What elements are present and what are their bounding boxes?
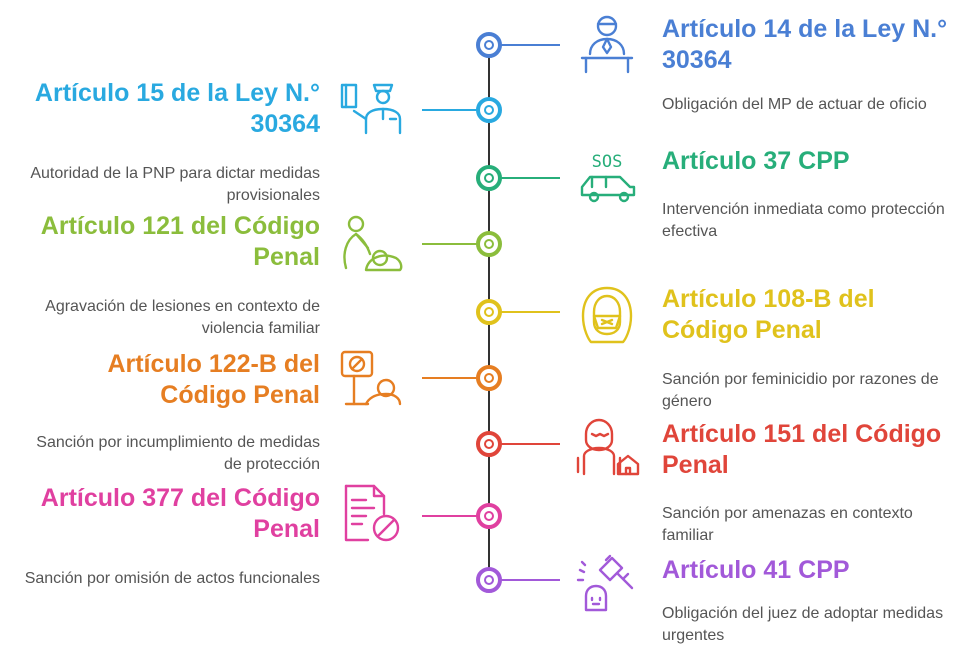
prohibition-sign-icon — [336, 346, 406, 412]
timeline-node — [476, 567, 502, 593]
connector-line — [489, 579, 560, 581]
item-description: Sanción por omisión de actos funcionales — [24, 570, 320, 587]
item-description: Agravación de lesiones en contexto de vi… — [45, 298, 320, 337]
timeline-node — [476, 365, 502, 391]
threat-at-home-icon — [572, 414, 642, 480]
connector-line — [422, 377, 489, 379]
item-title: Artículo 37 CPP — [662, 147, 850, 175]
item-title: Artículo 108-B del Código Penal — [662, 285, 875, 344]
item-title: Artículo 15 de la Ley N.° 30364 — [34, 79, 320, 138]
item-description: Intervención inmediata como protección e… — [662, 201, 945, 240]
connector-line — [489, 177, 560, 179]
timeline-node — [476, 32, 502, 58]
timeline-node — [476, 431, 502, 457]
item-title: Artículo 377 del Código Penal — [40, 484, 320, 543]
forbidden-document-icon — [336, 480, 406, 546]
connector-line — [422, 243, 489, 245]
connector-line — [422, 109, 489, 111]
item-title: Artículo 122-B del Código Penal — [107, 350, 320, 409]
item-description: Sanción por incumplimiento de medidas de… — [36, 434, 320, 473]
item-description: Sanción por amenazas en contexto familia… — [662, 505, 913, 544]
item-description: Sanción por feminicidio por razones de g… — [662, 371, 939, 410]
timeline-node — [476, 97, 502, 123]
connector-line — [489, 44, 560, 46]
item-title: Artículo 14 de la Ley N.° 30364 — [662, 15, 948, 74]
timeline-node — [476, 165, 502, 191]
police-officer-icon — [336, 75, 406, 141]
connector-line — [489, 311, 560, 313]
item-title: Artículo 41 CPP — [662, 556, 850, 584]
item-title: Artículo 121 del Código Penal — [40, 212, 320, 271]
timeline-node — [476, 299, 502, 325]
connector-line — [422, 515, 489, 517]
judge-gavel-icon — [572, 550, 642, 616]
timeline-node — [476, 503, 502, 529]
sos-car-icon: SOS — [572, 145, 642, 211]
connector-line — [489, 443, 560, 445]
item-title: Artículo 151 del Código Penal — [662, 420, 942, 479]
woman-face-icon — [572, 282, 642, 348]
injured-person-icon — [336, 210, 406, 276]
item-description: Autoridad de la PNP para dictar medidas … — [30, 165, 320, 204]
timeline-node — [476, 231, 502, 257]
item-description: Obligación del juez de adoptar medidas u… — [662, 605, 944, 644]
svg-text:SOS: SOS — [592, 152, 623, 172]
prosecutor-icon — [572, 10, 642, 76]
item-description: Obligación del MP de actuar de oficio — [662, 96, 927, 113]
